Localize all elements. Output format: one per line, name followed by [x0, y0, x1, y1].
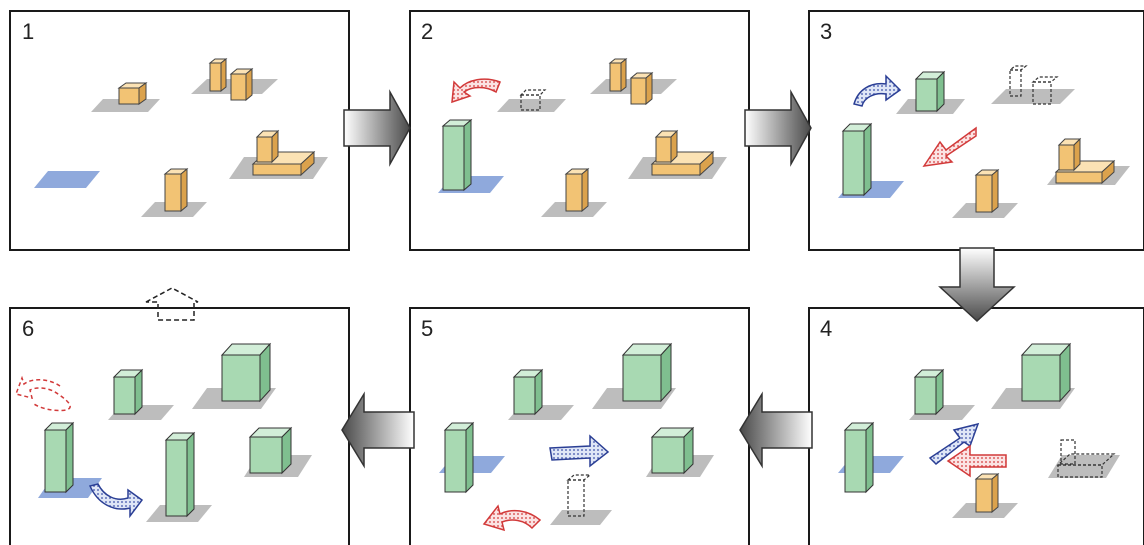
demolished-arrow-red [15, 375, 71, 412]
new-building [841, 122, 873, 197]
flow-arrow-2-to-3 [744, 89, 812, 167]
demolished-building [1008, 65, 1059, 105]
new-building [512, 368, 544, 416]
new-building [443, 421, 475, 494]
panel-4-content [838, 342, 1120, 518]
old-building [608, 57, 628, 93]
flow-arrow-5-to-6 [341, 391, 415, 469]
new-building [248, 426, 293, 475]
move-arrow-red [946, 444, 1007, 478]
new-building [220, 342, 272, 403]
panel-number: 2 [421, 19, 433, 44]
panel-number: 3 [820, 19, 832, 44]
old-building [564, 167, 590, 213]
new-building [441, 118, 473, 192]
old-building [629, 71, 654, 106]
old-building [163, 167, 189, 213]
old-building [117, 82, 148, 105]
panel-6-content [15, 287, 312, 522]
demolished-house-outline [145, 287, 199, 321]
move-arrow-blue [853, 74, 902, 107]
demolished-building [1056, 439, 1116, 478]
old-building [1054, 137, 1116, 185]
new-building [913, 368, 945, 416]
new-building [112, 368, 144, 416]
move-arrow-blue [88, 483, 144, 519]
move-arrow-red [482, 504, 542, 532]
new-building [650, 426, 695, 475]
new-building [164, 431, 196, 518]
old-building [229, 67, 254, 102]
move-arrow-red [451, 78, 501, 104]
panel-2-content [438, 57, 727, 217]
old-building [251, 129, 316, 177]
move-arrow-blue [549, 434, 610, 468]
panel-3-content [838, 65, 1130, 218]
flow-arrow-3-to-4 [938, 247, 1016, 323]
flow-arrow-4-to-5 [739, 391, 813, 469]
new-building [914, 70, 946, 113]
panel-number: 4 [820, 316, 832, 341]
old-building [650, 129, 715, 177]
move-arrow-red [922, 126, 977, 167]
flow-arrow-1-to-2 [343, 89, 411, 167]
old-building [974, 472, 1000, 514]
new-building [843, 421, 875, 494]
new-building [621, 342, 673, 403]
new-building [43, 421, 75, 494]
panel-1-content [34, 57, 328, 217]
demolished-building [519, 89, 547, 111]
demolished-building [566, 474, 592, 517]
old-building [208, 57, 228, 93]
panel-number: 1 [22, 19, 34, 44]
panel-number: 5 [421, 316, 433, 341]
panel-5-content [439, 342, 714, 532]
panel-number: 6 [22, 316, 34, 341]
move-arrow-blue [928, 422, 980, 466]
old-building [974, 168, 1000, 214]
new-building [1020, 342, 1072, 403]
